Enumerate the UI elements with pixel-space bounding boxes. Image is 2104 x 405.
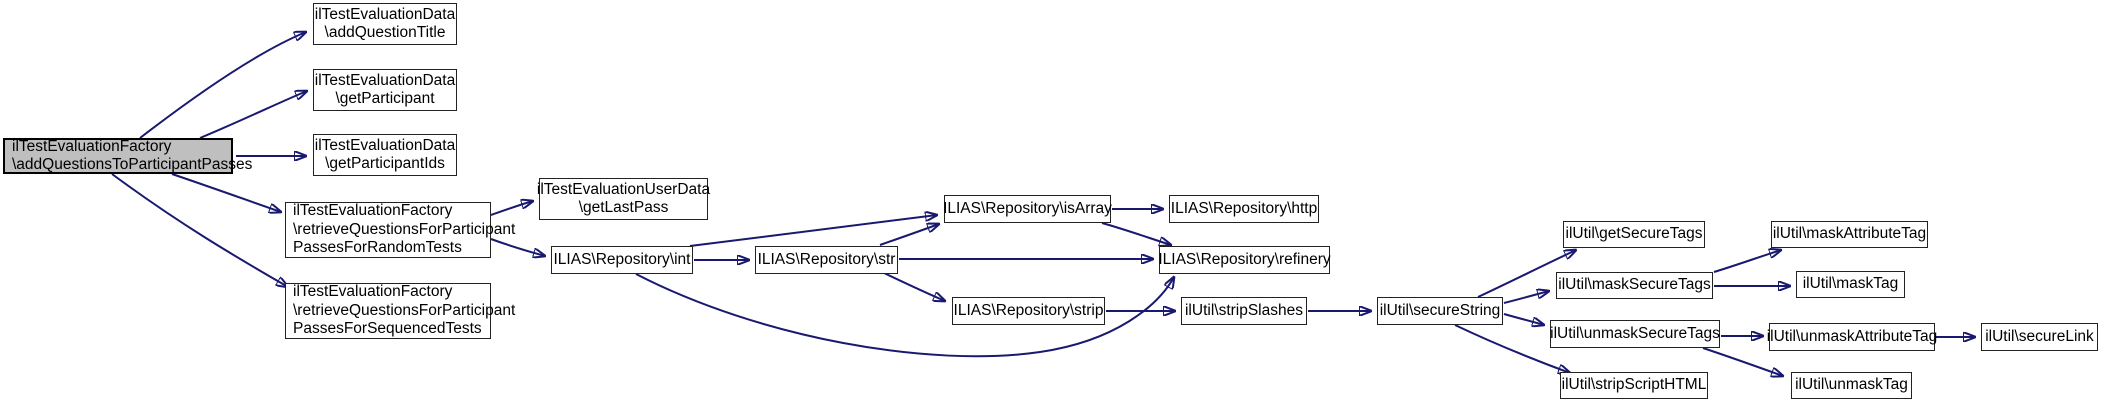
edge-retrieverandom-to-getlastpass	[490, 201, 533, 216]
edge-int-to-refinery	[635, 273, 1174, 358]
node-masktag[interactable]: ilUtil\maskTag	[1796, 271, 1905, 298]
edge-retrieverandom-to-int	[490, 238, 545, 256]
node-stripslashes[interactable]: ilUtil\stripSlashes	[1181, 297, 1307, 325]
node-unmaskattributetag[interactable]: ilUtil\unmaskAttributeTag	[1767, 323, 1937, 351]
node-getparticipantids[interactable]: ilTestEvaluationData \getParticipantIds	[313, 134, 457, 176]
node-getsecuretags[interactable]: ilUtil\getSecureTags	[1563, 221, 1705, 248]
node-stripscripthtml[interactable]: ilUtil\stripScriptHTML	[1560, 372, 1708, 399]
edge-securestring-to-masksecuretags	[1503, 291, 1549, 304]
node-addquestiontitle[interactable]: ilTestEvaluationData \addQuestionTitle	[313, 3, 457, 45]
edge-root-to-getparticipant	[199, 91, 307, 139]
node-repository-isarray[interactable]: ILIAS\Repository\isArray	[943, 195, 1112, 223]
edge-str-to-strip	[883, 272, 945, 301]
edge-isarray-to-refinery	[1101, 222, 1171, 245]
node-repository-http[interactable]: ILIAS\Repository\http	[1169, 195, 1319, 223]
edge-root-to-retrievesequenced	[111, 173, 288, 287]
edge-securestring-to-getsecuretags	[1477, 250, 1576, 298]
node-getparticipant[interactable]: ilTestEvaluationData \getParticipant	[313, 69, 457, 111]
node-retrievequestions-sequencedtests[interactable]: ilTestEvaluationFactory \retrieveQuestio…	[285, 283, 515, 339]
node-maskattributetag[interactable]: ilUtil\maskAttributeTag	[1771, 221, 1928, 248]
node-repository-refinery[interactable]: ILIAS\Repository\refinery	[1158, 246, 1331, 274]
node-unmasktag[interactable]: ilUtil\unmaskTag	[1791, 372, 1912, 399]
node-addquestionstoparticipantpasses[interactable]: ilTestEvaluationFactory \addQuestionsToP…	[3, 138, 252, 174]
edge-root-to-retrieverandom	[171, 173, 281, 212]
edge-securestring-to-unmasksecuretags	[1503, 313, 1544, 325]
edge-int-to-isarray	[689, 215, 937, 247]
node-masksecuretags[interactable]: ilUtil\maskSecureTags	[1556, 272, 1713, 299]
edge-masksecuretags-to-maskattributetag	[1713, 250, 1781, 273]
node-unmasksecuretags[interactable]: ilUtil\unmaskSecureTags	[1550, 320, 1720, 348]
node-repository-int[interactable]: ILIAS\Repository\int	[551, 246, 693, 274]
node-getlastpass[interactable]: ilTestEvaluationUserData \getLastPass	[537, 178, 710, 220]
node-repository-strip[interactable]: ILIAS\Repository\strip	[952, 297, 1105, 325]
node-securestring[interactable]: ilUtil\secureString	[1377, 297, 1503, 325]
node-retrievequestions-randomtests[interactable]: ilTestEvaluationFactory \retrieveQuestio…	[285, 202, 515, 258]
edge-securestring-to-stripscripthtml	[1454, 324, 1570, 373]
edge-unmasksecuretags-to-unmasktag	[1702, 347, 1783, 376]
edge-str-to-isarray	[879, 224, 939, 246]
edge-root-to-addquestiontitle	[139, 32, 306, 139]
node-repository-str[interactable]: ILIAS\Repository\str	[755, 246, 898, 274]
node-securelink[interactable]: ilUtil\secureLink	[1981, 323, 2098, 351]
